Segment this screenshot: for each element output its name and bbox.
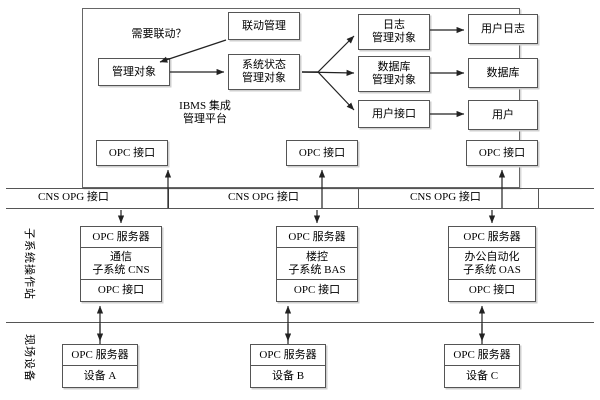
box-log-mgmt-line1: 日志 xyxy=(383,19,405,32)
bus-line-bottom xyxy=(6,208,594,209)
subsystem-bas-name[interactable]: 楼控 子系统 BAS xyxy=(277,248,357,280)
bus-divider-3 xyxy=(538,188,539,208)
box-system-state-line1: 系统状态 xyxy=(242,59,286,72)
box-log-management-object[interactable]: 日志 管理对象 xyxy=(358,14,430,50)
box-linkage-management-label: 联动管理 xyxy=(242,19,286,32)
bus-divider-2 xyxy=(358,188,359,208)
subsystem-stack-bas[interactable]: OPC 服务器 楼控 子系统 BAS OPC 接口 xyxy=(276,226,358,302)
bus-label-1: CNS OPG 接口 xyxy=(38,191,109,203)
device-stack-a[interactable]: OPC 服务器 设备 A xyxy=(62,344,138,388)
opc-interface-top-2[interactable]: OPC 接口 xyxy=(286,140,358,166)
page-title: IBMS 集成 管理平台 xyxy=(140,100,270,126)
opc-interface-top-1[interactable]: OPC 接口 xyxy=(96,140,168,166)
subsystem-cns-name[interactable]: 通信 子系统 CNS xyxy=(81,248,161,280)
annotation-linkage-question: 需要联动？ xyxy=(131,28,187,40)
box-db-mgmt-line2: 管理对象 xyxy=(372,74,416,86)
box-managed-object-label: 管理对象 xyxy=(112,65,156,78)
box-database-label: 数据库 xyxy=(486,66,520,79)
platform-title-line2: 管理平台 xyxy=(183,113,227,126)
box-user-log[interactable]: 用户日志 xyxy=(468,14,538,44)
device-c-name[interactable]: 设备 C xyxy=(465,370,499,383)
platform-title-line1: IBMS 集成 xyxy=(179,100,231,112)
subsystem-stack-oas[interactable]: OPC 服务器 办公自动化 子系统 OAS OPC 接口 xyxy=(448,226,536,302)
bus-label-3: CNS OPG 接口 xyxy=(410,191,481,203)
box-log-mgmt-line2: 管理对象 xyxy=(372,32,416,44)
device-stack-b[interactable]: OPC 服务器 设备 B xyxy=(250,344,326,388)
box-user-interface[interactable]: 用户接口 xyxy=(358,100,430,128)
bus-line-top xyxy=(6,188,594,189)
box-system-state-line2: 管理对象 xyxy=(242,72,286,84)
ibms-platform-frame xyxy=(82,8,520,188)
device-c-opc-server[interactable]: OPC 服务器 xyxy=(445,345,519,366)
subsystem-cns-opc-server[interactable]: OPC 服务器 xyxy=(81,227,161,249)
layer-divider-device xyxy=(6,322,594,323)
device-stack-c[interactable]: OPC 服务器 设备 C xyxy=(444,344,520,388)
box-system-state-managed-object[interactable]: 系统状态 管理对象 xyxy=(228,54,300,90)
box-db-mgmt-line1: 数据库 xyxy=(377,61,411,74)
bus-divider-1 xyxy=(168,188,169,208)
box-user[interactable]: 用户 xyxy=(468,100,538,130)
device-a-opc-server[interactable]: OPC 服务器 xyxy=(63,345,137,366)
box-database[interactable]: 数据库 xyxy=(468,58,538,88)
side-label-field-device: 现场设备 xyxy=(23,334,35,382)
subsystem-bas-opc-interface[interactable]: OPC 接口 xyxy=(293,283,341,296)
box-user-log-label: 用户日志 xyxy=(481,22,525,35)
device-a-name[interactable]: 设备 A xyxy=(83,370,117,383)
subsystem-bas-opc-server[interactable]: OPC 服务器 xyxy=(277,227,357,249)
subsystem-stack-cns[interactable]: OPC 服务器 通信 子系统 CNS OPC 接口 xyxy=(80,226,162,302)
device-b-name[interactable]: 设备 B xyxy=(271,370,305,383)
box-managed-object[interactable]: 管理对象 xyxy=(98,58,170,86)
side-label-subsystem-station: 子系统操作站 xyxy=(23,228,35,300)
subsystem-oas-opc-server[interactable]: OPC 服务器 xyxy=(449,227,535,249)
box-user-label: 用户 xyxy=(492,108,514,121)
subsystem-oas-name[interactable]: 办公自动化 子系统 OAS xyxy=(449,248,535,280)
box-user-interface-label: 用户接口 xyxy=(372,107,416,120)
subsystem-oas-opc-interface[interactable]: OPC 接口 xyxy=(468,283,516,296)
device-b-opc-server[interactable]: OPC 服务器 xyxy=(251,345,325,366)
subsystem-cns-opc-interface[interactable]: OPC 接口 xyxy=(97,283,145,296)
box-linkage-management[interactable]: 联动管理 xyxy=(228,12,300,40)
bus-label-2: CNS OPG 接口 xyxy=(228,191,299,203)
opc-interface-top-3[interactable]: OPC 接口 xyxy=(466,140,538,166)
box-database-management-object[interactable]: 数据库 管理对象 xyxy=(358,56,430,92)
